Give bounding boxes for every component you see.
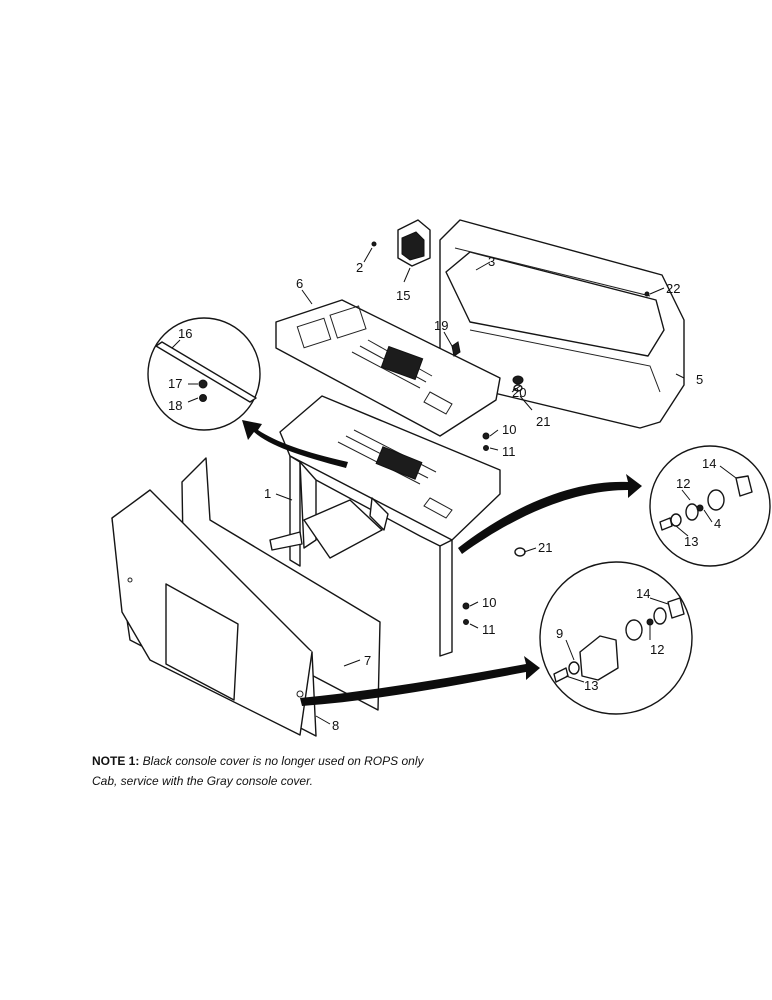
console-top-cover bbox=[439, 219, 685, 429]
callout-9: 9 bbox=[556, 626, 563, 641]
relay-box bbox=[397, 219, 431, 267]
callout-12a: 12 bbox=[676, 476, 690, 491]
callout-19: 19 bbox=[434, 318, 448, 333]
note-text-1: Black console cover is no longer used on… bbox=[139, 754, 424, 768]
outer-console-cover bbox=[111, 489, 317, 737]
callout-14b: 14 bbox=[636, 586, 650, 601]
callout-7: 7 bbox=[364, 653, 371, 668]
callout-3: 3 bbox=[488, 254, 495, 269]
callout-11b: 11 bbox=[482, 622, 496, 637]
callout-labels: 2 15 3 22 5 6 19 20 21 10 11 1 21 10 11 … bbox=[168, 254, 721, 733]
detail-arrows bbox=[242, 420, 642, 706]
note-label: NOTE 1: bbox=[92, 754, 140, 768]
callout-14a: 14 bbox=[702, 456, 716, 471]
callout-10a: 10 bbox=[502, 422, 516, 437]
callout-16: 16 bbox=[178, 326, 192, 341]
note-1: NOTE 1: Black console cover is no longer… bbox=[92, 751, 452, 791]
top-panel-plate bbox=[275, 299, 501, 437]
detail-circle-isolator bbox=[539, 561, 693, 715]
detail-circle-bracket bbox=[147, 317, 261, 431]
callout-21b: 21 bbox=[538, 540, 552, 555]
hardware bbox=[371, 241, 650, 625]
callout-15: 15 bbox=[396, 288, 410, 303]
leader-lines bbox=[171, 247, 737, 725]
callout-8: 8 bbox=[332, 718, 339, 733]
callout-1: 1 bbox=[264, 486, 271, 501]
callout-10b: 10 bbox=[482, 595, 496, 610]
callout-11a: 11 bbox=[502, 444, 516, 459]
callout-4: 4 bbox=[714, 516, 721, 531]
callout-18: 18 bbox=[168, 398, 182, 413]
callout-2: 2 bbox=[356, 260, 363, 275]
console-frame bbox=[269, 395, 501, 657]
callout-17: 17 bbox=[168, 376, 182, 391]
callout-12b: 12 bbox=[650, 642, 664, 657]
note-line-1: NOTE 1: Black console cover is no longer… bbox=[92, 751, 452, 771]
detail-circle-mount bbox=[649, 445, 771, 567]
callout-22: 22 bbox=[666, 281, 680, 296]
callout-6: 6 bbox=[296, 276, 303, 291]
callout-21a: 21 bbox=[536, 414, 550, 429]
callout-13a: 13 bbox=[684, 534, 698, 549]
callout-5: 5 bbox=[696, 372, 703, 387]
note-text-2: Cab, service with the Gray console cover… bbox=[92, 774, 313, 788]
callout-13b: 13 bbox=[584, 678, 598, 693]
callout-20: 20 bbox=[512, 385, 526, 400]
